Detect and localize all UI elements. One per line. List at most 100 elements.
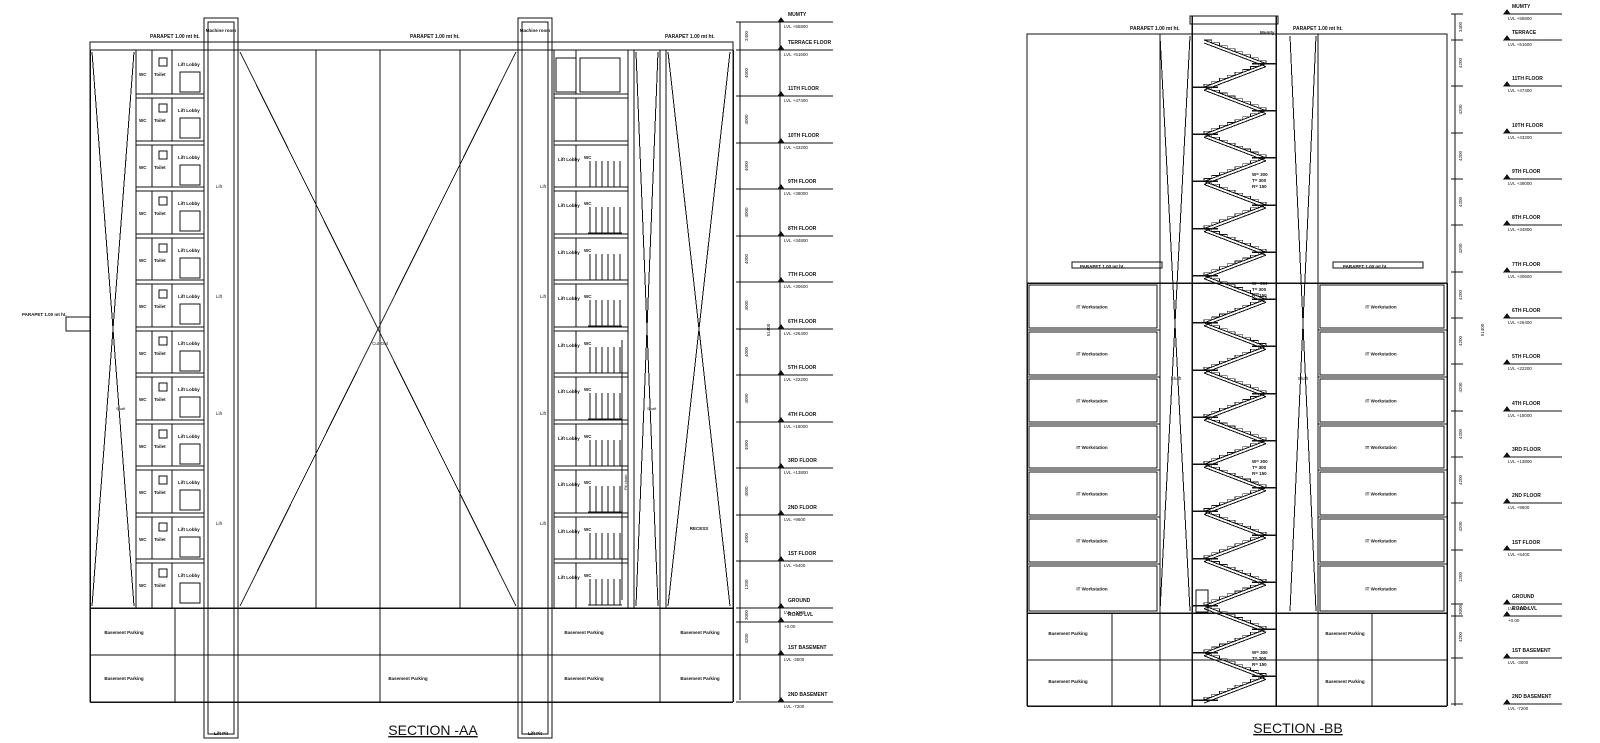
lobby-door <box>179 396 201 418</box>
bb-stair-steps <box>1203 534 1266 559</box>
bb-it-workstation-left: IT Workstation <box>1076 305 1107 310</box>
lift-lobby-label: Lift Lobby <box>178 62 200 67</box>
bb-it-workstation-left: IT Workstation <box>1076 399 1107 404</box>
stair-column-slab <box>553 140 629 146</box>
bb-floor-height: 4200 <box>1458 289 1463 300</box>
bb-stair-steps <box>1204 605 1267 630</box>
bb-it-workstation-left: IT Workstation <box>1076 587 1107 592</box>
bb-it-workstation-right: IT Workstation <box>1365 399 1396 404</box>
aa-level-name: 8TH FLOOR <box>788 226 817 232</box>
bb-level-value: LVL +47400 <box>1508 88 1532 93</box>
lift-shaft-left-inner <box>207 21 235 735</box>
lobby-door <box>179 536 201 558</box>
stair-lift-lobby-label: Lift Lobby <box>558 343 580 348</box>
bb-shaft-left-label: Shaft <box>1171 376 1182 381</box>
lobby-door <box>179 582 201 604</box>
wc-label: WC <box>139 351 147 356</box>
bb-stair-steps <box>1203 204 1266 229</box>
wc-label: WC <box>139 211 147 216</box>
stair-lift-lobby-label: Lift Lobby <box>558 389 580 394</box>
toilet-window <box>158 475 168 485</box>
lobby-door <box>179 350 201 372</box>
basement-parking-label: Basement Parking <box>564 630 604 635</box>
bb-level-name: 1ST FLOOR <box>1512 540 1540 546</box>
bb-stair-flight-under <box>1203 466 1267 492</box>
wc-label: WC <box>139 72 147 77</box>
bb-stair-flight-under <box>1203 66 1267 91</box>
bb-stair-flight-under <box>1203 443 1267 468</box>
bb-level-name: 4TH FLOOR <box>1512 401 1541 407</box>
bb-stair-steps <box>1203 346 1266 370</box>
bb-stair-steps <box>1204 416 1267 441</box>
stair-wc-label: WC <box>584 573 592 578</box>
bb-it-workstation-left: IT Workstation <box>1076 492 1107 497</box>
section-aa: PARAPET 1.00 mt ht.PARAPET 1.00 mt ht.PA… <box>22 12 833 739</box>
parapet-label-mid: PARAPET 1.00 mt ht. <box>410 34 460 40</box>
aa-floor-height: 4000 <box>744 160 749 171</box>
bb-stair-flight-under <box>1203 490 1267 515</box>
bb-level-value: LVL +30600 <box>1508 274 1532 279</box>
bb-it-workstation-left: IT Workstation <box>1076 445 1107 450</box>
aa-floor-height: 4000 <box>744 346 749 357</box>
bb-floor-height: 4200 <box>1458 196 1463 207</box>
bb-it-workstation-right: IT Workstation <box>1365 492 1396 497</box>
stair-column-slab <box>553 233 629 239</box>
wc-label: WC <box>139 397 147 402</box>
lobby-door <box>179 303 201 325</box>
bb-total-height: 51400 <box>1480 323 1485 336</box>
lift-label-left: Lift <box>216 521 223 526</box>
bb-it-workstation-left: IT Workstation <box>1076 539 1107 544</box>
aa-level-name: 1ST FLOOR <box>788 551 816 557</box>
bb-stair-note: W= 300 <box>1252 172 1268 177</box>
aa-level-marker <box>777 697 785 703</box>
lobby-door <box>179 117 201 139</box>
bb-level-marker <box>1503 653 1511 659</box>
aa-floor-height: 4000 <box>744 253 749 264</box>
lift-label-left: Lift <box>216 411 223 416</box>
bb-level-name: 3RD FLOOR <box>1512 447 1541 453</box>
lift-label-right: Lift <box>540 521 547 526</box>
stair-lift-lobby-label: Lift Lobby <box>558 157 580 162</box>
lift-lobby-label: Lift Lobby <box>178 527 200 532</box>
aa-total-height: 51400 <box>766 323 771 336</box>
stair-top-window <box>555 57 577 93</box>
aa-level-marker <box>777 463 785 469</box>
bb-stair-steps <box>1203 628 1266 653</box>
bb-level-value: LVL +13800 <box>1508 459 1532 464</box>
aa-level-value: LVL +39000 <box>784 191 808 196</box>
lobby-door <box>179 164 201 186</box>
aa-level-value: LVL +5400 <box>784 563 806 568</box>
bb-office-bay-left <box>1028 378 1158 423</box>
bb-stair-flight-under <box>1203 537 1267 563</box>
aa-floor-height: 4000 <box>744 207 749 218</box>
bb-parapet-low-left-label: PARAPET 1.00 mt ht. <box>1080 264 1125 269</box>
stair-wc-label: WC <box>584 294 592 299</box>
bb-it-workstation-right: IT Workstation <box>1365 305 1396 310</box>
bb-stair-note: W= 300 <box>1252 650 1268 655</box>
lift-shaft-right <box>517 17 553 739</box>
toilet-stack-slab <box>135 419 205 425</box>
bb-stair-steps <box>1203 581 1266 606</box>
toilet-stack-slab <box>135 372 205 378</box>
toilet-window <box>158 196 168 206</box>
bb-stair-steps <box>1203 487 1266 512</box>
toilet-label: Toilet <box>154 304 166 309</box>
bb-floor-height: 1200 <box>1458 571 1463 582</box>
aa-level-value: LVL +13800 <box>784 470 808 475</box>
wc-label: WC <box>139 118 147 123</box>
cutout-label: Cut-Out <box>372 341 389 346</box>
lift-lobby-label: Lift Lobby <box>178 294 200 299</box>
aa-floor-height: 3400 <box>744 30 749 41</box>
bb-stair-flight-under <box>1203 678 1267 704</box>
bb-stair-note: R= 150 <box>1252 184 1267 189</box>
toilet-label: Toilet <box>154 397 166 402</box>
bb-level-marker <box>1503 699 1511 705</box>
stair-column-slab <box>553 186 629 192</box>
bb-level-name: 2ND FLOOR <box>1512 493 1541 499</box>
bb-level-value: LVL +34800 <box>1508 227 1532 232</box>
bb-level-marker <box>1503 498 1511 504</box>
bb-stair-note: W= 300 <box>1252 281 1268 286</box>
aa-level-value: LVL +47400 <box>784 98 808 103</box>
bb-level-marker <box>1503 128 1511 134</box>
bb-level-value: LVL +1200 <box>1508 606 1530 611</box>
